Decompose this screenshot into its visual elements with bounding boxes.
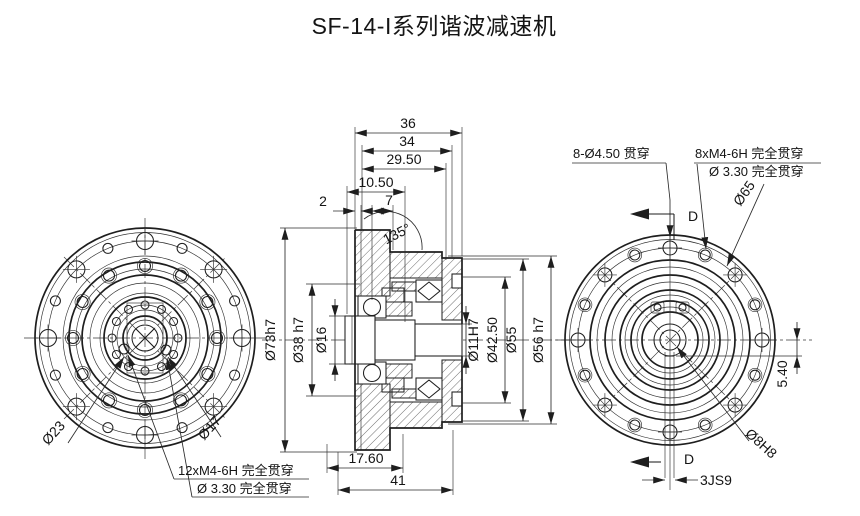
tapped-hole-ring [577, 247, 763, 433]
dim-7: 7 [385, 192, 393, 208]
tapped-hole [160, 344, 172, 356]
output-bore [414, 323, 463, 357]
outer-small-hole-ring [49, 242, 241, 434]
drawing-title: SF-14-I系列谐波减速机 [312, 13, 557, 39]
dia-56h7: Ø56 h7 [530, 317, 546, 363]
extension-lines [280, 127, 557, 495]
section-arrow-top [630, 208, 649, 220]
outer-bolt-hole-ring [34, 227, 256, 449]
dia-38h7: Ø38 h7 [290, 317, 306, 363]
wave-generator-hub [374, 319, 416, 361]
input-shaft [344, 315, 376, 365]
right-view: 8-Ø4.50 贯穿 8xM4-6H 完全贯穿 Ø 3.30 完全贯穿 Ø65 … [556, 146, 821, 490]
dia-73h7: Ø73h7 [262, 319, 278, 361]
housing-section [354, 229, 463, 451]
dia65-label: Ø65 [730, 178, 758, 209]
hub-outline [126, 302, 164, 374]
dia8h8-label: Ø8H8 [742, 425, 780, 462]
dim-29-50: 29.50 [386, 151, 421, 167]
flange-counterbore [451, 273, 463, 289]
plain-hole-ring [566, 236, 774, 444]
retainer-screws [650, 301, 690, 314]
section-view: 135° [262, 115, 588, 495]
dim-17-60: 17.60 [348, 450, 383, 466]
hole-note: 8-Ø4.50 贯穿 [573, 146, 650, 161]
dim-41: 41 [390, 472, 406, 488]
thread-note-line1: 8xM4-6H 完全贯穿 [695, 146, 803, 161]
keyway-depth-label: 5.40 [774, 360, 790, 387]
section-label-top: D [688, 208, 698, 224]
dim-2: 2 [319, 193, 327, 209]
dim-10-50: 10.50 [358, 174, 393, 190]
pilot-hole [118, 343, 130, 355]
case-screw-ring [65, 258, 225, 418]
left-screw-note-line1: 12xM4-6H 完全贯穿 [178, 463, 294, 478]
keyway-width-label: 3JS9 [700, 472, 732, 488]
dim-34: 34 [399, 133, 415, 149]
cross-roller-bearing [415, 279, 443, 401]
dia23-label: Ø23 [38, 417, 68, 448]
dia-55: Ø55 [503, 327, 519, 354]
left-view: Ø23 Ø17 12xM4-6H 完全贯穿 Ø 3.30 完全贯穿 [24, 218, 309, 498]
dia17-label: Ø17 [194, 412, 224, 443]
dia-42-50: Ø42.50 [484, 317, 500, 363]
flange-counterbore [451, 391, 463, 407]
thread-note-line2: Ø 3.30 完全贯穿 [709, 164, 804, 179]
dim-36: 36 [400, 115, 416, 131]
section-arrow-bottom [630, 456, 649, 468]
dia-11h7: Ø11H7 [465, 318, 481, 362]
left-screw-note-line2: Ø 3.30 完全贯穿 [197, 481, 292, 496]
dia-16: Ø16 [313, 327, 329, 354]
angle-135-label: 135° [380, 220, 413, 247]
section-label-bottom: D [684, 451, 694, 467]
